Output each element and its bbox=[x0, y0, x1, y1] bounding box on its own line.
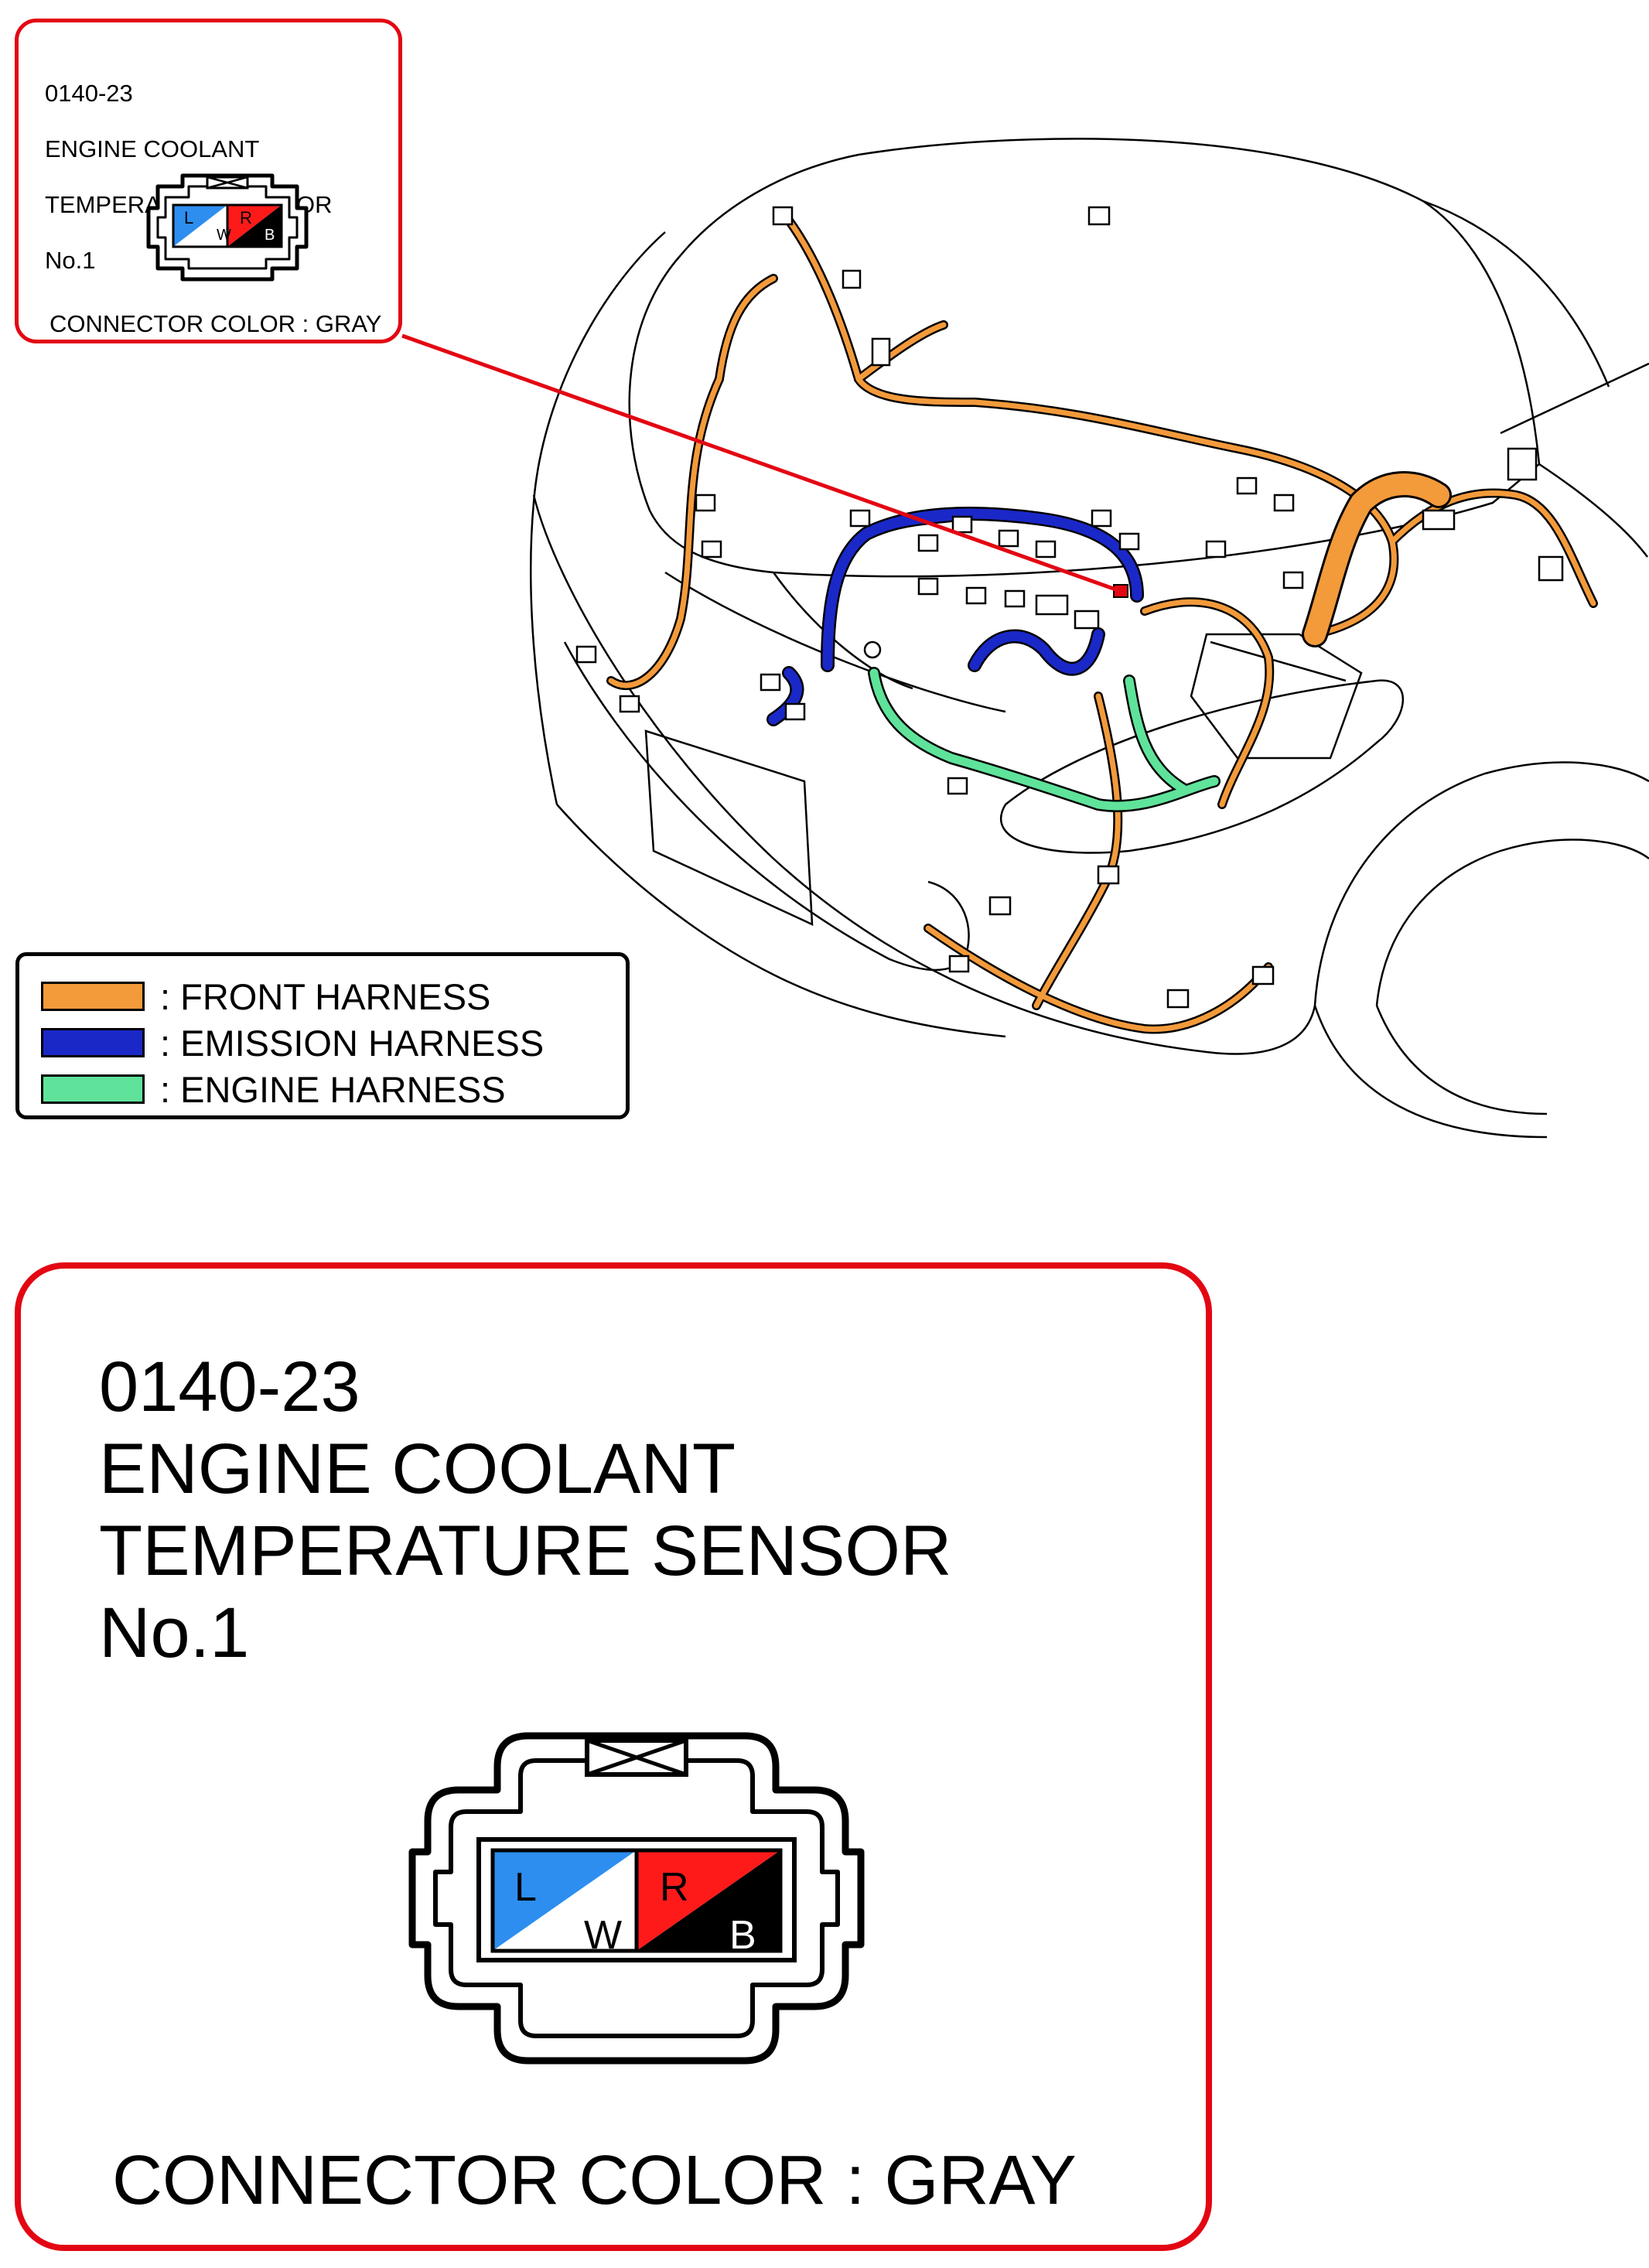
connector-callout-small: 0140-23 ENGINE COOLANT TEMPERATURE SENSO… bbox=[15, 19, 402, 343]
engine-coolant-temperature-sensor-location bbox=[1113, 584, 1128, 598]
engine-harness bbox=[869, 668, 1219, 811]
connector-color-label-small: CONNECTOR COLOR : GRAY bbox=[50, 310, 382, 337]
pin-label-L: L bbox=[184, 208, 194, 227]
connector-callout-large: 0140-23 ENGINE COOLANT TEMPERATURE SENSO… bbox=[15, 1262, 1212, 2251]
legend-item-emission-harness: : EMISSION HARNESS bbox=[41, 1022, 545, 1064]
callout-leader-line bbox=[401, 333, 1121, 593]
connector-code: 0140-23 bbox=[45, 80, 133, 107]
legend-swatch-emission bbox=[41, 1028, 145, 1057]
pin-label-L-large: L bbox=[514, 1865, 537, 1910]
legend-label-engine: : ENGINE HARNESS bbox=[160, 1068, 506, 1110]
connector-name-line3-large: No.1 bbox=[99, 1593, 250, 1672]
front-harness-main-trunk bbox=[1304, 473, 1449, 645]
pin-label-B: B bbox=[265, 227, 275, 244]
legend-swatch-engine bbox=[41, 1074, 145, 1104]
pin-label-B-large: B bbox=[729, 1913, 756, 1958]
connector-name-line3: No.1 bbox=[45, 247, 96, 274]
emission-harness bbox=[768, 508, 1142, 725]
harness-legend: : FRONT HARNESS : EMISSION HARNESS : ENG… bbox=[15, 952, 630, 1119]
pin-label-R-large: R bbox=[660, 1865, 689, 1910]
connector-name-line1-large: ENGINE COOLANT bbox=[99, 1429, 736, 1508]
harness-connectors bbox=[575, 206, 1564, 1009]
pin-label-R: R bbox=[240, 208, 252, 227]
connector-face-icon-small bbox=[146, 173, 309, 282]
ground-terminal-icon bbox=[863, 640, 882, 659]
pin-label-W: W bbox=[217, 227, 231, 244]
connector-face-icon-large bbox=[408, 1732, 865, 2065]
legend-swatch-front bbox=[41, 982, 145, 1011]
connector-name-line1: ENGINE COOLANT bbox=[45, 135, 260, 162]
legend-item-front-harness: : FRONT HARNESS bbox=[41, 975, 491, 1017]
legend-label-emission: : EMISSION HARNESS bbox=[160, 1022, 545, 1064]
connector-code-large: 0140-23 bbox=[99, 1347, 360, 1426]
legend-label-front: : FRONT HARNESS bbox=[160, 975, 491, 1017]
car-body-outline bbox=[530, 138, 1649, 1139]
pin-label-W-large: W bbox=[584, 1913, 623, 1958]
connector-name-line2-large: TEMPERATURE SENSOR bbox=[99, 1511, 952, 1590]
legend-item-engine-harness: : ENGINE HARNESS bbox=[41, 1068, 506, 1110]
connector-color-label-large: CONNECTOR COLOR : GRAY bbox=[112, 2142, 1077, 2219]
